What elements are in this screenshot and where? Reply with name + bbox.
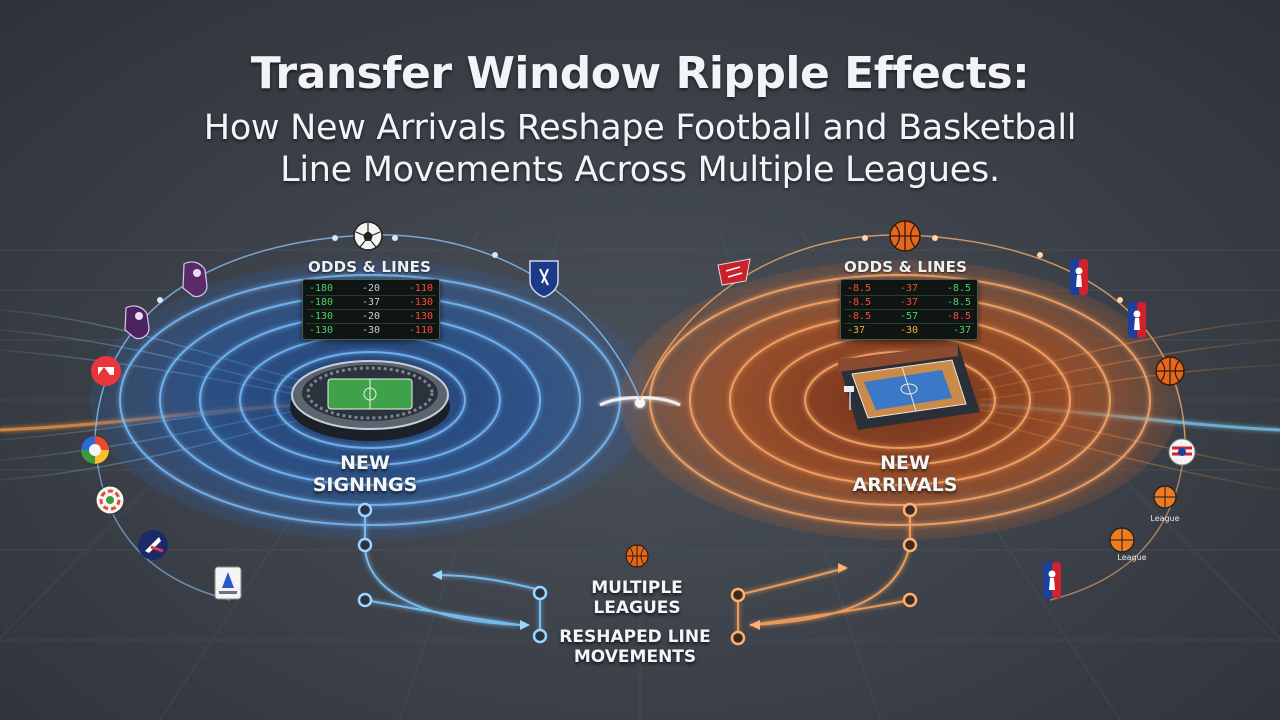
subtitle-line-2: Line Movements Across Multiple Leagues. — [280, 150, 1000, 190]
stadium-icon — [290, 360, 450, 441]
nba-logo-icon — [1070, 259, 1088, 295]
team-logo-icon — [717, 258, 751, 286]
odds-row: -8.5-57-8.5 — [844, 310, 974, 324]
euroleague-logo-text: League — [1117, 553, 1146, 562]
la-liga-logo-icon — [95, 485, 125, 515]
multiple-leagues-label: MULTIPLE LEAGUES — [591, 578, 683, 618]
premier-league-logo-icon — [182, 261, 208, 298]
odds-row: -180-20-110 — [306, 282, 436, 296]
basketball-icon — [889, 220, 921, 252]
league-shield-logo-icon — [529, 260, 559, 298]
headline: Transfer Window Ripple Effects: — [250, 48, 1030, 99]
euroleague-logo-icon — [1153, 485, 1177, 509]
league-logo-icon — [80, 435, 110, 465]
odds-row: -37-30-37 — [847, 325, 971, 336]
basketball-flow-nodes — [730, 502, 918, 646]
odds-row: -8.5-37-8.5 — [844, 296, 974, 310]
nba-logo-icon — [1043, 562, 1061, 598]
basketball-hub-label: NEW ARRIVALS — [852, 452, 958, 496]
basketball-odds-title: ODDS & LINES — [844, 258, 968, 276]
euroleague-logo-text: League — [1150, 514, 1179, 523]
subtitle-line-1: How New Arrivals Reshape Football and Ba… — [203, 108, 1077, 148]
basketball-arena-icon — [838, 344, 980, 430]
odds-row: -130-20-130 — [306, 310, 436, 324]
soccer-ball-icon — [353, 221, 383, 251]
football-flow-nodes — [357, 502, 548, 644]
odds-row: -8.5-37-8.5 — [844, 282, 974, 296]
football-hub-label: NEW SIGNINGS — [312, 452, 418, 496]
reshaped-line-movements-label: RESHAPED LINE MOVEMENTS — [559, 627, 711, 667]
premier-league-logo-icon — [124, 305, 150, 340]
euroleague-logo-icon — [1109, 527, 1135, 553]
basketball-icon — [625, 544, 649, 568]
nba-logo-icon — [1128, 302, 1146, 338]
odds-row: -130-30-110 — [309, 325, 433, 336]
basketball-icon — [1155, 356, 1185, 386]
football-odds-board: -180-20-110 -180-37-130 -130-20-130 -130… — [302, 279, 440, 340]
league-logo-icon — [91, 356, 121, 386]
odds-row: -180-37-130 — [306, 296, 436, 310]
team-logo-icon — [1168, 438, 1196, 466]
serie-a-logo-icon — [214, 566, 242, 600]
football-odds-title: ODDS & LINES — [308, 258, 432, 276]
ligue-logo-icon — [138, 530, 168, 560]
basketball-odds-board: -8.5-37-8.5 -8.5-37-8.5 -8.5-57-8.5 -37-… — [840, 279, 978, 340]
